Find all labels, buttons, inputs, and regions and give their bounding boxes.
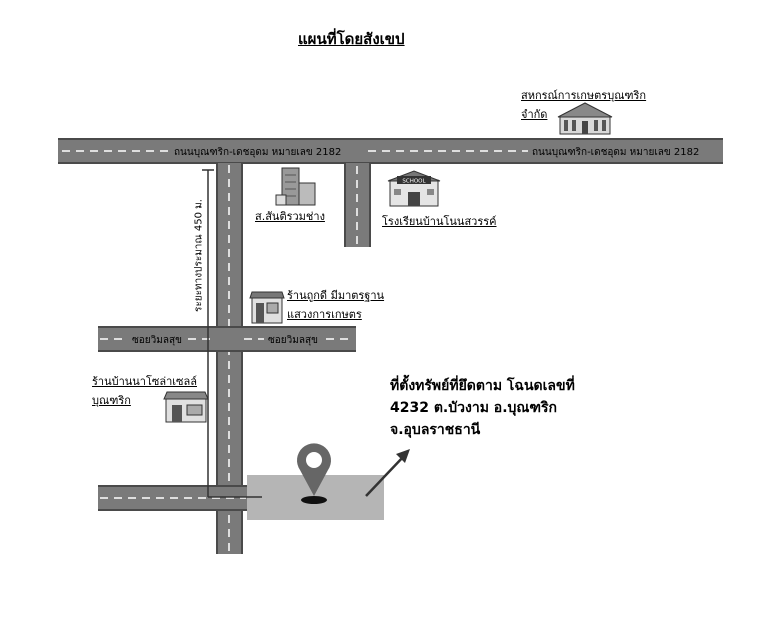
road-label-main-left: ถนนบุณฑริก-เดชอุดม หมายเลข 2182 (174, 147, 342, 158)
solar-label-line2: บุณฑริก (92, 394, 131, 407)
shop2-label-line1: ร้านถูกดี มีมาตรฐาน (287, 289, 385, 302)
page-title: แผนที่โดยสังเขป (298, 30, 405, 48)
distance-indicator (202, 169, 262, 498)
solar-label-line1: ร้านบ้านนาโซล่าเซลล์ (92, 375, 197, 388)
coop-label-line1: สหกรณ์การเกษตรบุณฑริก (521, 89, 647, 102)
location-text-line1: ที่ตั้งทรัพย์ที่ยึดตาม โฉนดเลขที่ (390, 378, 575, 394)
arrow-icon (365, 449, 410, 497)
distance-label: ระยะทางประมาณ 450 ม. (193, 199, 205, 312)
coop-label-line2: จำกัด (521, 108, 548, 121)
school-road (344, 163, 371, 247)
soi-road (98, 326, 356, 352)
main-road (58, 138, 723, 164)
shop-icon (249, 291, 285, 324)
location-text-line3: จ.อุบลราชธานี (390, 422, 481, 438)
office-building-icon (275, 167, 316, 206)
building-icon (557, 102, 613, 135)
school-label: โรงเรียนบ้านโนนสวรรค์ (382, 215, 497, 228)
shop1-label: ส.สันติรวมช่าง (255, 210, 325, 223)
road-label-soi-left: ซอยวิมลสุข (132, 335, 182, 346)
school-icon: SCHOOL (387, 170, 441, 207)
lower-road (98, 485, 248, 511)
store-icon (163, 391, 209, 423)
road-label-soi-right: ซอยวิมลสุข (268, 335, 318, 346)
shop2-label-line2: แสวงการเกษตร (287, 308, 362, 321)
location-text-line2: 4232 ต.บัวงาม อ.บุณฑริก (390, 400, 558, 416)
location-pin-icon (297, 443, 331, 504)
school-sign: SCHOOL (402, 179, 426, 185)
road-label-main-right: ถนนบุณฑริก-เดชอุดม หมายเลข 2182 (532, 147, 700, 158)
